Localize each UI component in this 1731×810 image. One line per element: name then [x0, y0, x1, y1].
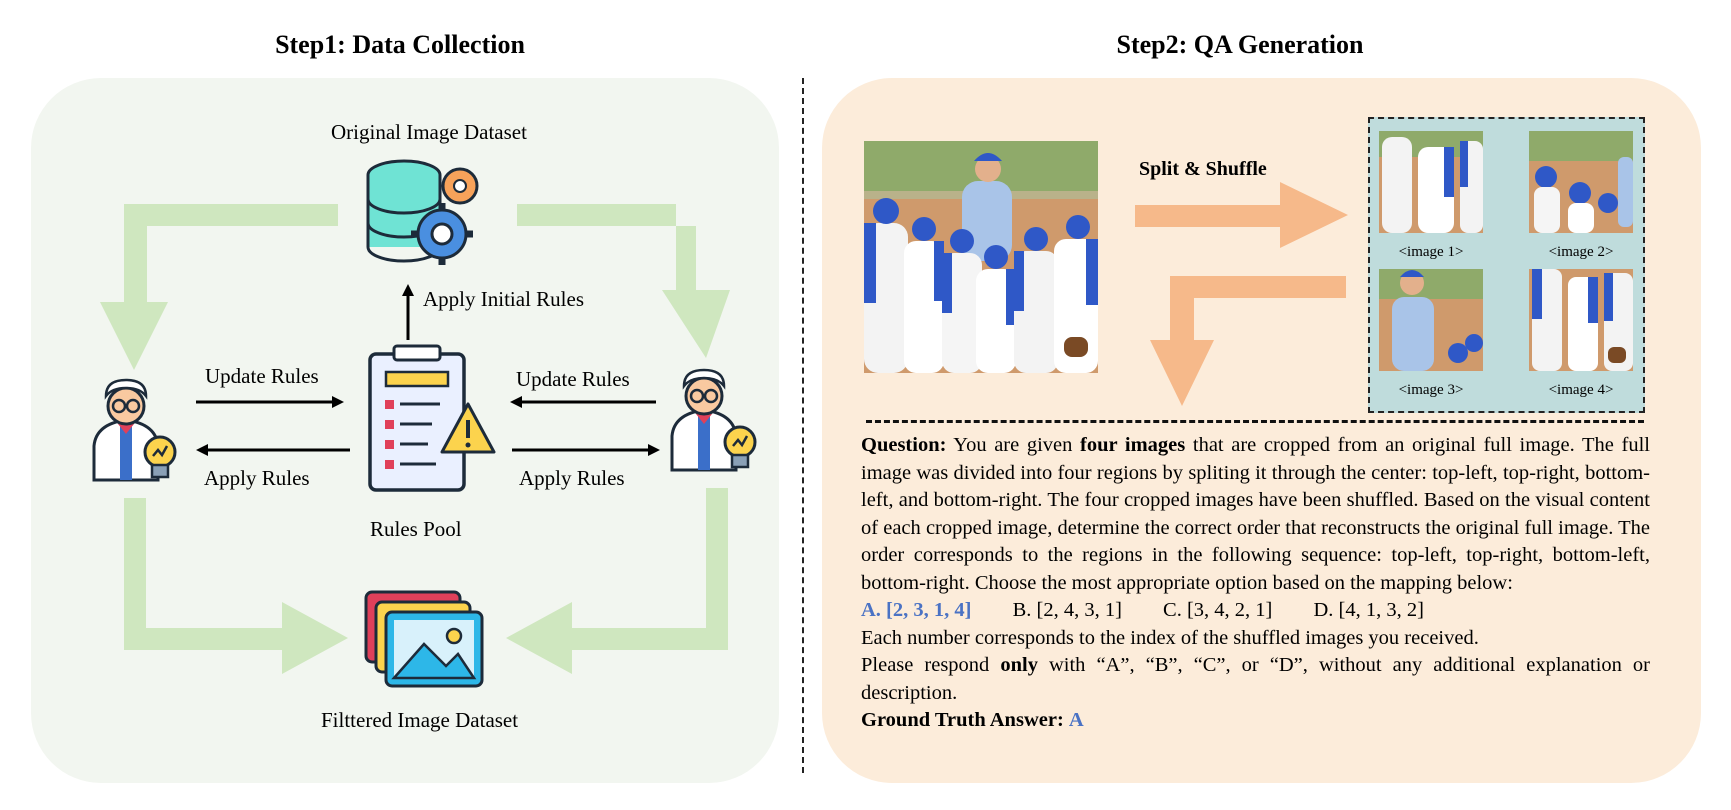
tile-3-image	[1379, 269, 1483, 371]
tile-3-caption: <image 3>	[1398, 382, 1464, 398]
section-divider	[802, 78, 804, 773]
original-full-image	[864, 141, 1098, 373]
shuffled-tile-images	[1379, 131, 1633, 371]
researcher-icon-left	[92, 378, 160, 482]
answer-options: A. [2, 3, 1, 4] B. [2, 4, 3, 1] C. [3, 4…	[861, 597, 1650, 625]
warning-icon	[440, 402, 496, 454]
option-b: B. [2, 4, 3, 1]	[1012, 599, 1122, 621]
question-separator	[866, 420, 1644, 423]
index-note: Each number corresponds to the index of …	[861, 626, 1479, 649]
data-collection-graphics	[92, 159, 757, 688]
step2-title: Step2: QA Generation	[1116, 30, 1364, 59]
tile-1-image	[1379, 131, 1483, 233]
rules-clipboard-icon	[368, 344, 466, 492]
question-label: Question:	[861, 434, 947, 456]
ground-truth: Ground Truth Answer: A	[861, 707, 1650, 735]
question-part2: that are cropped from an original full i…	[861, 434, 1651, 594]
tile-4-caption: <image 4>	[1548, 382, 1614, 398]
tile-4-image	[1529, 269, 1633, 371]
update-rules-left-label: Update Rules	[205, 364, 319, 388]
respond-part1: Please respond	[861, 654, 1001, 676]
filtered-dataset-label: Filttered Image Dataset	[321, 708, 519, 732]
question-part1: You are given	[946, 434, 1081, 456]
question-emphasis: four images	[1080, 434, 1186, 456]
step1-title: Step1: Data Collection	[275, 30, 525, 59]
rule-arrows	[196, 284, 660, 456]
tile-2-image	[1529, 131, 1633, 233]
image-stack-icon	[364, 590, 484, 688]
question-paragraph: Question: You are given four images that…	[861, 432, 1650, 597]
green-flow-arrows	[100, 204, 730, 674]
tile-1-caption: <image 1>	[1398, 244, 1464, 260]
original-dataset-label: Original Image Dataset	[331, 120, 527, 144]
orange-flow-arrows	[1135, 182, 1348, 406]
tile-2-caption: <image 2>	[1548, 244, 1614, 260]
split-shuffle-label: Split & Shuffle	[1139, 158, 1267, 180]
database-gear-icon	[366, 159, 479, 265]
apply-rules-left-label: Apply Rules	[204, 466, 310, 490]
ground-truth-value: A	[1068, 709, 1084, 731]
option-c: C. [3, 4, 2, 1]	[1163, 599, 1273, 621]
apply-initial-rules-label: Apply Initial Rules	[423, 287, 584, 311]
respond-part2: with “A”, “B”, “C”, or “D”, without any …	[861, 654, 1650, 704]
option-d: D. [4, 1, 3, 2]	[1313, 599, 1424, 621]
lightbulb-icon-right	[723, 425, 757, 469]
respond-instruction: Please respond only with “A”, “B”, “C”, …	[861, 652, 1650, 707]
question-block: Question: You are given four images that…	[861, 432, 1650, 735]
apply-rules-right-label: Apply Rules	[519, 466, 625, 490]
rules-pool-label: Rules Pool	[370, 517, 462, 541]
ground-truth-label: Ground Truth Answer:	[861, 709, 1064, 731]
update-rules-right-label: Update Rules	[516, 367, 630, 391]
researcher-icon-right	[670, 368, 738, 472]
lightbulb-icon-left	[143, 435, 177, 479]
respond-emphasis: only	[1000, 654, 1038, 676]
option-a: A. [2, 3, 1, 4]	[861, 599, 972, 621]
